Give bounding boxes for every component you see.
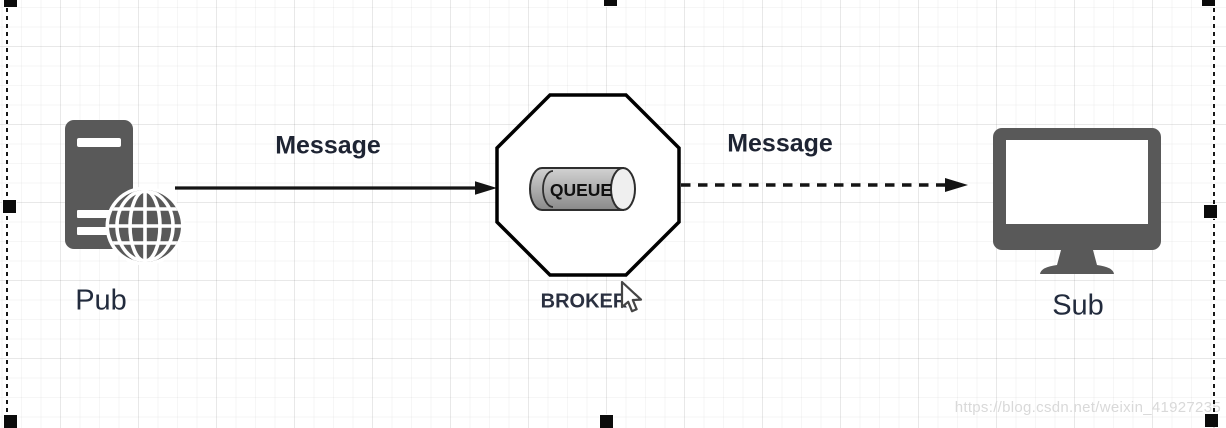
monitor-icon <box>993 128 1161 274</box>
selection-handle-top-right[interactable] <box>1202 0 1215 6</box>
broker-label: BROKER <box>540 290 628 313</box>
queue-label: QUEUE <box>550 180 612 200</box>
selection-handle-bottom-right[interactable] <box>1205 414 1218 427</box>
cylinder-shape: QUEUE <box>529 167 636 211</box>
edge-label-message-2: Message <box>727 129 833 158</box>
watermark-url: https://blog.csdn.net/weixin_41927235 <box>954 399 1221 416</box>
mouse-cursor-icon <box>620 280 646 317</box>
node-subscriber[interactable] <box>991 126 1165 278</box>
server-globe-icon <box>65 120 185 266</box>
selection-handle-bottom-left[interactable] <box>4 415 17 428</box>
selection-border-left <box>6 0 8 428</box>
edge-label-message-1: Message <box>275 131 381 160</box>
node-publisher[interactable] <box>62 118 188 268</box>
subscriber-label: Sub <box>1052 289 1104 322</box>
edge-broker-to-sub[interactable] <box>680 172 972 198</box>
selection-handle-top-left[interactable] <box>4 0 17 7</box>
queue-cylinder[interactable]: QUEUE <box>527 166 641 212</box>
selection-handle-middle-left[interactable] <box>3 200 16 213</box>
edge-pub-to-broker[interactable] <box>174 176 500 200</box>
dashed-arrow <box>681 178 968 192</box>
selection-handle-bottom-middle[interactable] <box>600 415 613 428</box>
solid-arrow <box>175 181 497 195</box>
selection-handle-middle-right[interactable] <box>1204 205 1217 218</box>
publisher-label: Pub <box>75 284 127 317</box>
selection-handle-top-middle[interactable] <box>604 0 617 6</box>
